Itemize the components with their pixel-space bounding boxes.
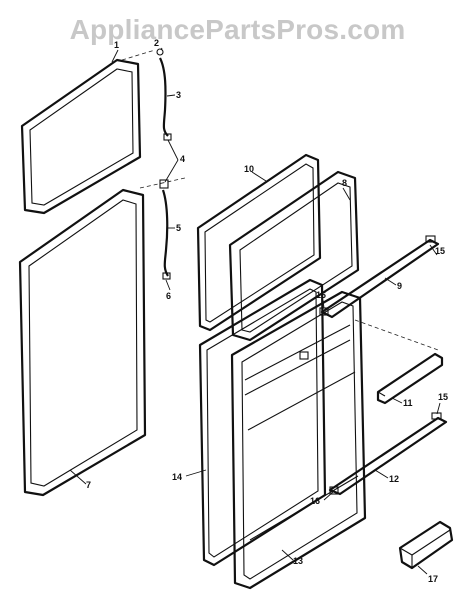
callout-label: 5 [176, 223, 181, 233]
callout-label: 11 [403, 398, 413, 408]
callout-label: 15 [438, 392, 448, 402]
callout-label: 3 [176, 90, 181, 100]
callout-label: 10 [244, 164, 254, 174]
callout-label: 16 [310, 496, 320, 506]
alignment-line [139, 177, 186, 189]
fresh-food-door-liner [230, 290, 367, 590]
callout-label: 1 [114, 40, 119, 50]
retainer-clip [299, 351, 309, 360]
alignment-line [121, 49, 156, 61]
dairy-bin [398, 520, 454, 570]
callout-label: 17 [428, 574, 438, 584]
callout-label: 6 [166, 291, 171, 301]
callout-label: 2 [154, 38, 159, 48]
callout-label: 8 [342, 178, 347, 188]
upper-door-handle [156, 48, 172, 141]
freezer-door-panel [196, 153, 322, 332]
door-bin [376, 352, 444, 405]
callout-label: 12 [389, 474, 399, 484]
callout-label: 15 [435, 246, 445, 256]
fresh-food-door-gasket [18, 188, 147, 497]
leader-lines [69, 47, 441, 575]
alignment-line [354, 319, 439, 351]
lower-door-handle [159, 179, 171, 280]
callout-label: 9 [397, 281, 402, 291]
callout-label: 14 [172, 472, 182, 482]
watermark-logo: AppliancePartsPros.com [69, 14, 406, 45]
callout-label: 16 [316, 290, 326, 300]
callout-label: 4 [180, 154, 185, 164]
freezer-shelf-bar [320, 235, 440, 319]
callout-label: 7 [86, 480, 91, 490]
fresh-food-shelf-bar [328, 412, 448, 496]
freezer-door-gasket [20, 58, 142, 215]
callout-label: 13 [293, 556, 303, 566]
